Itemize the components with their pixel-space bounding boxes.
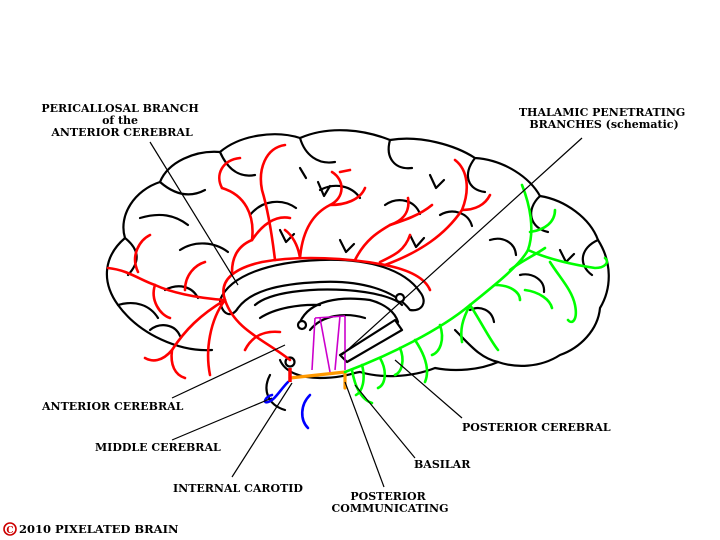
copyright-symbol: C bbox=[6, 526, 13, 536]
label-basilar: BASILAR bbox=[414, 458, 471, 471]
label-anterior-cerebral: ANTERIOR CEREBRAL bbox=[41, 400, 184, 413]
middle-cerebral-artery bbox=[263, 380, 312, 430]
copyright-icon bbox=[3, 522, 17, 536]
label-posterior-cerebral: POSTERIOR CEREBRAL bbox=[462, 421, 611, 434]
label-posterior-communicating: POSTERIOR COMMUNICATING bbox=[332, 490, 449, 515]
label-internal-carotid: INTERNAL CAROTID bbox=[173, 482, 303, 495]
brain-outline bbox=[105, 129, 610, 412]
thalamic-penetrating-branches bbox=[311, 315, 346, 373]
copyright: C 2010 PIXELATED BRAIN bbox=[3, 522, 179, 536]
leader-lines bbox=[149, 137, 583, 488]
basilar-artery bbox=[288, 370, 347, 390]
label-thalamic: THALAMIC PENETRATING BRANCHES (schematic… bbox=[519, 106, 689, 131]
label-middle-cerebral: MIDDLE CEREBRAL bbox=[95, 441, 221, 454]
posterior-cerebral-artery bbox=[343, 183, 609, 405]
anterior-cerebral-artery bbox=[106, 143, 492, 380]
label-pericallosal: PERICALLOSAL BRANCH of the ANTERIOR CERE… bbox=[41, 102, 202, 139]
copyright-text: 2010 PIXELATED BRAIN bbox=[19, 522, 179, 536]
